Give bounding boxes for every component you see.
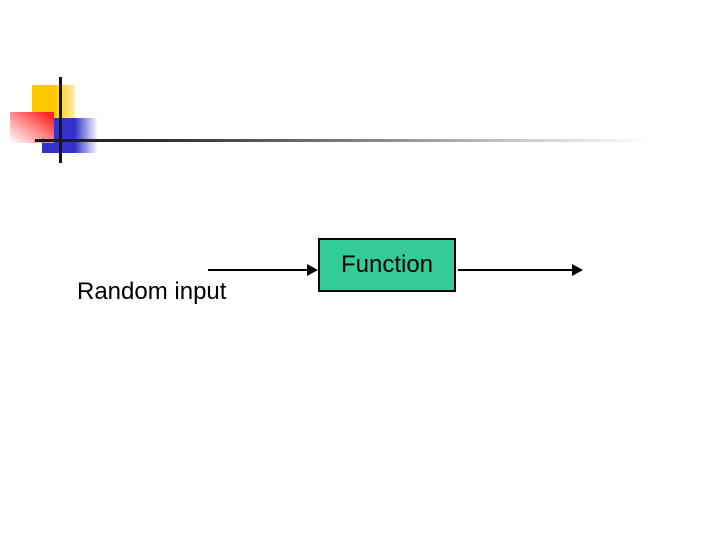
decor-vertical-line: [59, 77, 62, 163]
input-arrow-line: [208, 269, 310, 271]
function-box-label: Function: [340, 251, 434, 278]
random-input-label: Random input: [77, 278, 227, 305]
decor-red-square: [10, 112, 54, 143]
output-arrow-head-icon: [572, 264, 583, 276]
function-box: Function: [318, 238, 456, 292]
output-arrow-line: [458, 269, 573, 271]
input-arrow-head-icon: [307, 264, 318, 276]
decor-horizontal-rule: [35, 139, 670, 142]
